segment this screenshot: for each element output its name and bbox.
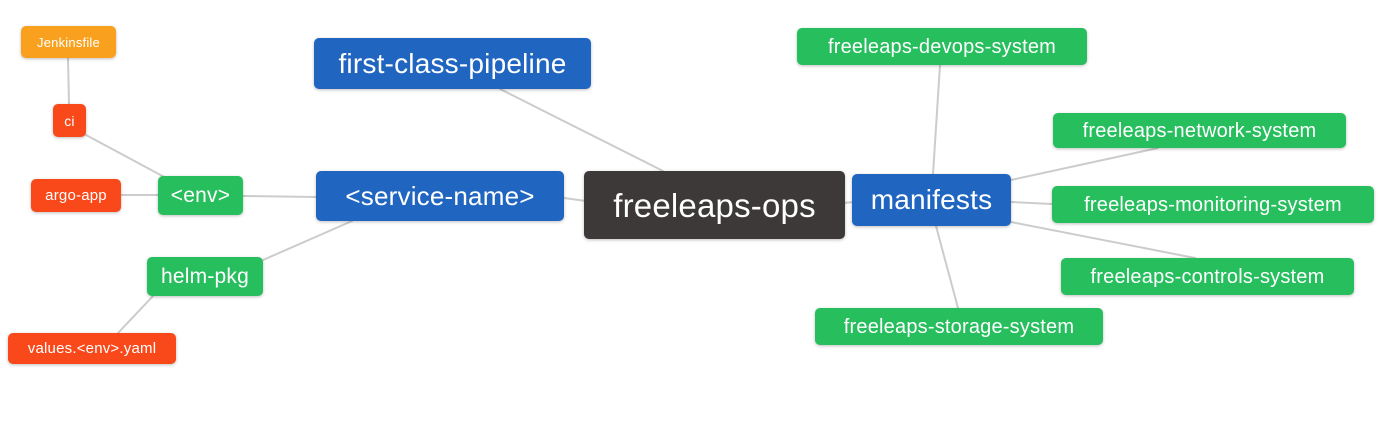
edge-service-name-freeleaps-ops <box>563 197 587 202</box>
node-values-env-yaml[interactable]: values.<env>.yaml <box>8 333 176 364</box>
node-freeleaps-ops[interactable]: freeleaps-ops <box>584 171 845 239</box>
node-jenkinsfile[interactable]: Jenkinsfile <box>21 26 116 58</box>
node-service-name[interactable]: <service-name> <box>316 171 564 221</box>
node-freeleaps-storage-system[interactable]: freeleaps-storage-system <box>815 308 1103 345</box>
edge-manifests-freeleaps-network-system <box>1010 147 1159 181</box>
node-argo-app[interactable]: argo-app <box>31 179 121 212</box>
edge-values-env-yaml-helm-pkg <box>117 295 154 334</box>
node-helm-pkg[interactable]: helm-pkg <box>147 257 263 296</box>
node-manifests[interactable]: manifests <box>852 174 1011 226</box>
node-ci[interactable]: ci <box>53 104 86 137</box>
edge-helm-pkg-service-name <box>262 220 353 261</box>
node-freeleaps-network-system[interactable]: freeleaps-network-system <box>1053 113 1346 148</box>
edge-manifests-freeleaps-devops-system <box>932 64 941 175</box>
edge-manifests-freeleaps-storage-system <box>935 225 959 309</box>
node-first-class-pipeline[interactable]: first-class-pipeline <box>314 38 591 89</box>
node-freeleaps-controls-system[interactable]: freeleaps-controls-system <box>1061 258 1354 295</box>
edge-manifests-freeleaps-monitoring-system <box>1010 201 1053 205</box>
edge-env-service-name <box>242 195 317 198</box>
edge-manifests-freeleaps-controls-system <box>1010 221 1196 259</box>
edge-ci-env <box>85 134 169 180</box>
edge-jenkinsfile-ci <box>67 57 70 105</box>
node-freeleaps-monitoring-system[interactable]: freeleaps-monitoring-system <box>1052 186 1374 223</box>
edge-first-class-pipeline-freeleaps-ops <box>499 88 664 172</box>
node-freeleaps-devops-system[interactable]: freeleaps-devops-system <box>797 28 1087 65</box>
node-env[interactable]: <env> <box>158 176 243 215</box>
